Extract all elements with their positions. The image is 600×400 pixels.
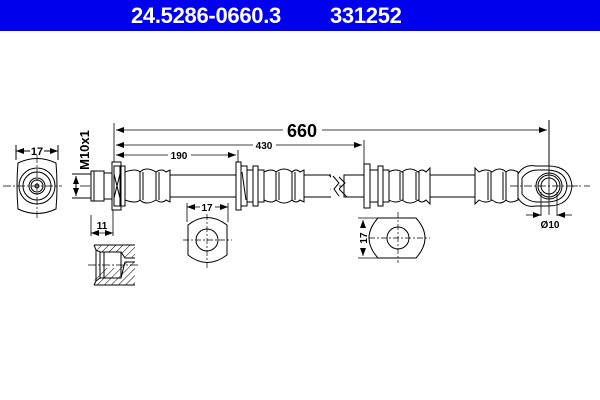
length-190-label: 190: [171, 151, 188, 162]
thread-section-view: [88, 210, 140, 286]
fitting-width-label: 17: [31, 146, 43, 158]
bracket-2-view: [358, 212, 430, 263]
length-dimensions: [113, 120, 550, 166]
hose-side-view: [80, 120, 590, 215]
bracket-2-height-label: 17: [359, 232, 370, 244]
thread-label: M10x1: [77, 130, 92, 170]
bracket-1-view: [183, 203, 232, 268]
title-bar: 24.5286-0660.3 331252: [0, 0, 600, 31]
bracket-1-width-label: 17: [201, 203, 213, 214]
reference-number: 331252: [330, 3, 402, 28]
overall-length-label: 660: [287, 121, 317, 141]
thread-dimension: [72, 173, 92, 199]
thread-depth-label: 11: [97, 221, 108, 232]
length-430-label: 430: [256, 141, 273, 152]
end-view-fitting: [3, 145, 62, 218]
part-number: 24.5286-0660.3: [131, 3, 281, 28]
eye-diameter-label: Ø10: [541, 220, 560, 231]
eye-diameter-dimension: [526, 192, 572, 218]
